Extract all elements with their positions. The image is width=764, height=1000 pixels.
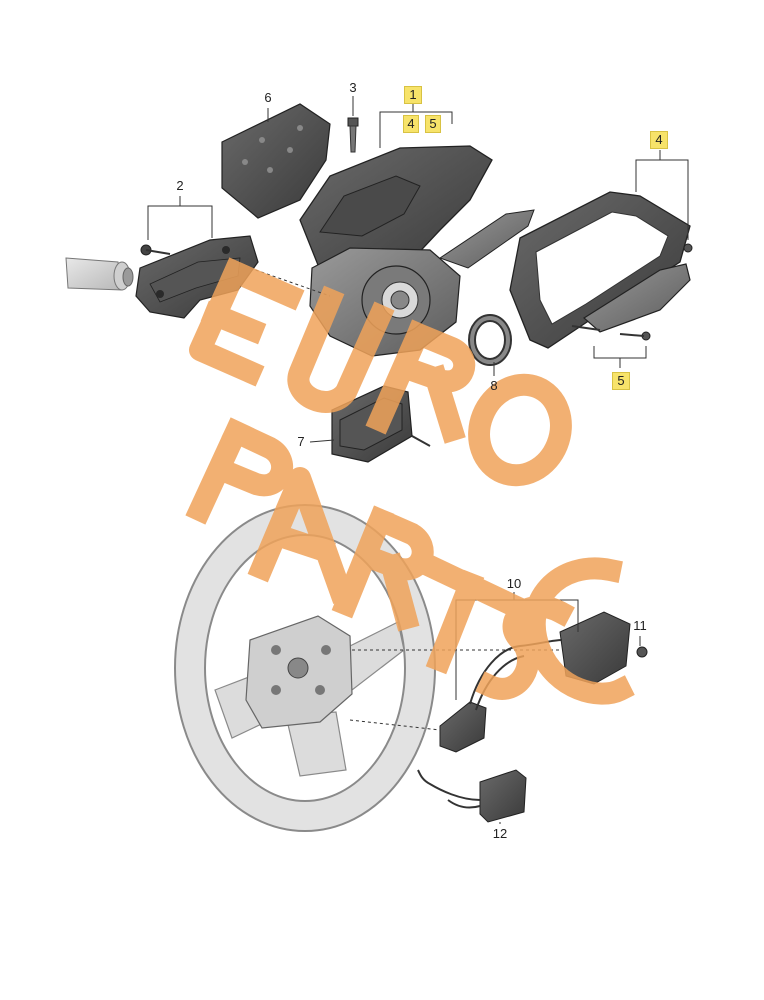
part-3-screw — [347, 117, 359, 153]
callout-11: 11 — [633, 618, 647, 633]
callout-3: 3 — [349, 80, 357, 95]
steering-shaft — [65, 257, 134, 291]
part-12-module — [417, 769, 527, 823]
callout-5-top: 5 — [425, 115, 441, 133]
part-11-screw — [636, 646, 648, 658]
watermark — [185, 257, 635, 705]
callout-12: 12 — [492, 826, 508, 841]
part-2-bracket — [135, 235, 259, 319]
callout-5-right: 5 — [612, 372, 630, 390]
part-1-column-switch — [299, 145, 535, 357]
callout-7: 7 — [297, 434, 305, 449]
part-5-lower-trim — [571, 263, 691, 341]
part-4-trim-frame — [509, 191, 693, 349]
callout-6: 6 — [264, 90, 272, 105]
callout-2: 2 — [176, 178, 184, 193]
callout-10: 10 — [506, 576, 522, 591]
part-6-cover — [221, 103, 331, 219]
callout-4-right: 4 — [650, 131, 668, 149]
callout-1: 1 — [404, 86, 422, 104]
callout-8: 8 — [490, 378, 498, 393]
part-8-ring — [468, 314, 512, 366]
callout-4-top: 4 — [403, 115, 419, 133]
